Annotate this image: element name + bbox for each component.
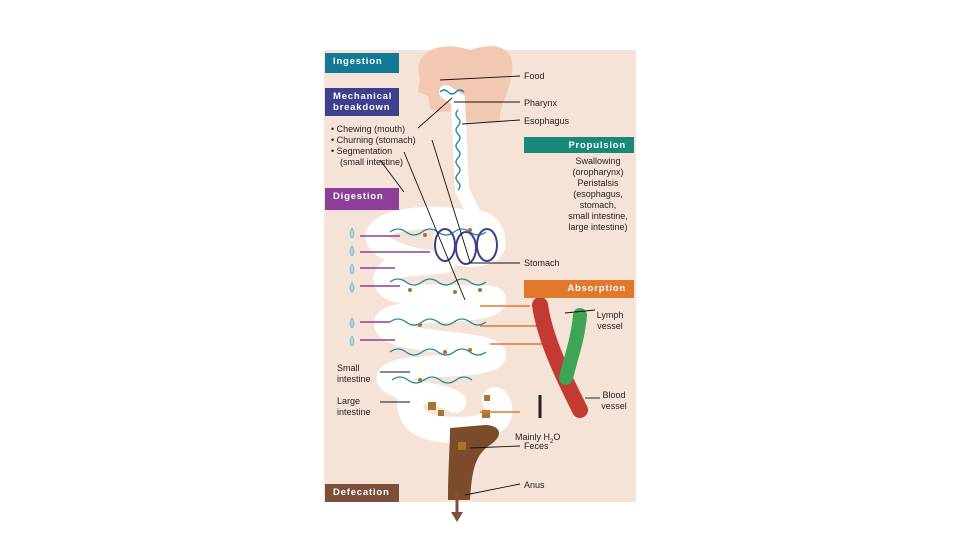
mainly-water-label: Mainly H2O [515,432,561,445]
lymph-vessel-icon [559,308,587,385]
defecation-label: Defecation [325,484,399,502]
segmentation-item: • Segmentation [331,146,393,156]
leader-lines [379,75,600,496]
absorption-label: Absorption [524,280,634,298]
stomach-churning-icon [434,228,498,265]
chewing-item: • Chewing (mouth) [331,124,406,134]
blood-vessel-label: Blood vessel [601,390,627,411]
lymph-vessel-label: Lymph vessel [596,310,624,331]
segmentation-subitem: (small intestine) [340,157,404,167]
ingestion-label: Ingestion [325,53,399,73]
small-intestine-label: Small intestine [337,363,371,384]
propulsion-label: Propulsion [524,137,634,153]
pharynx-label: Pharynx [524,98,558,108]
small-intestine-tube [365,206,507,413]
digestion-arrow-icons [360,235,430,341]
churning-item: • Churning (stomach) [331,135,416,145]
defecation-arrow-head [451,512,463,522]
propulsion-description: Swallowing (oropharynx) Peristalsis (eso… [568,156,628,232]
stomach-label: Stomach [524,258,560,268]
large-intestine-label: Large intestine [337,396,371,417]
food-particles [408,228,490,450]
rectum-feces [448,425,500,500]
anus-label: Anus [524,480,545,490]
digestion-label: Digestion [325,188,399,210]
absorption-arrow-icons [480,305,545,413]
blood-vessel-icon [532,297,588,418]
esophagus-tube [439,85,481,221]
mechanical-breakdown-label: Mechanical breakdown [325,88,399,116]
food-label: Food [524,71,545,81]
head-silhouette [418,46,513,122]
feces-label: Feces [524,441,549,451]
esophagus-label: Esophagus [524,116,570,126]
